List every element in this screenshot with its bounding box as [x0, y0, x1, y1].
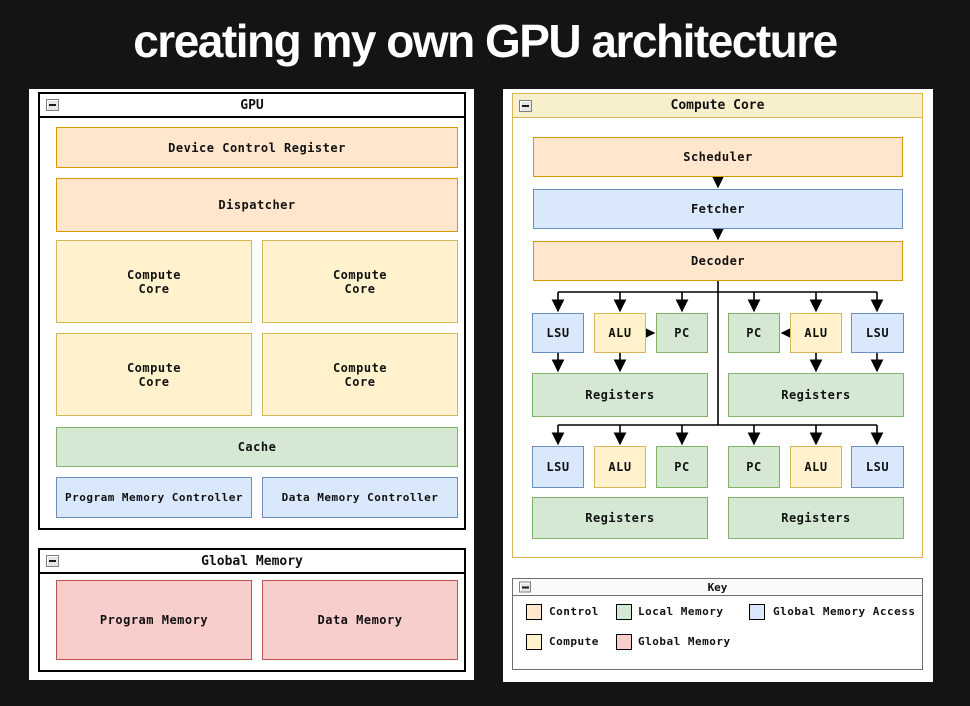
- block-scheduler: Scheduler: [533, 137, 903, 177]
- legend-label: Global Memory: [638, 635, 731, 648]
- block-fetcher: Fetcher: [533, 189, 903, 229]
- gpu-window: GPU Device Control Register Dispatcher C…: [38, 92, 466, 530]
- legend-label: Compute: [549, 635, 599, 648]
- block-lsu-1: LSU: [532, 313, 584, 353]
- minimize-button[interactable]: [519, 581, 531, 593]
- global-memory-window-title: Global Memory: [201, 553, 303, 569]
- block-registers-2: Registers: [728, 373, 904, 417]
- block-pc-2: PC: [728, 313, 780, 353]
- legend-swatch-global-memory-access: [749, 604, 765, 620]
- block-lsu-2: LSU: [851, 313, 904, 353]
- block-cache: Cache: [56, 427, 458, 467]
- gpu-window-titlebar: GPU: [40, 94, 464, 118]
- block-alu-3: ALU: [594, 446, 646, 488]
- compute-core-window-titlebar: Compute Core: [513, 94, 922, 118]
- minimize-icon: [49, 104, 56, 106]
- block-dispatcher: Dispatcher: [56, 178, 458, 232]
- gpu-window-title: GPU: [240, 97, 264, 113]
- block-compute-core-3: Compute Core: [56, 333, 252, 416]
- block-pc-3: PC: [656, 446, 708, 488]
- legend-label: Control: [549, 605, 599, 618]
- legend-label: Global Memory Access: [773, 605, 916, 618]
- block-program-memory: Program Memory: [56, 580, 252, 660]
- block-pc-4: PC: [728, 446, 780, 488]
- minimize-icon: [521, 586, 529, 588]
- compute-core-window: Compute Core: [512, 93, 923, 558]
- block-device-control-register: Device Control Register: [56, 127, 458, 168]
- right-panel: Compute Core: [503, 89, 933, 682]
- minimize-button[interactable]: [46, 99, 59, 111]
- page-title: creating my own GPU architecture: [133, 15, 838, 67]
- minimize-button[interactable]: [46, 555, 59, 567]
- legend-label: Local Memory: [638, 605, 724, 618]
- block-registers-4: Registers: [728, 497, 904, 539]
- key-window-titlebar: Key: [513, 579, 922, 596]
- compute-core-window-title: Compute Core: [670, 98, 765, 113]
- block-registers-3: Registers: [532, 497, 708, 539]
- block-lsu-4: LSU: [851, 446, 904, 488]
- block-lsu-3: LSU: [532, 446, 584, 488]
- minimize-icon: [49, 560, 56, 562]
- global-memory-window: Global Memory Program Memory Data Memory: [38, 548, 466, 672]
- legend-swatch-control: [526, 604, 542, 620]
- block-decoder: Decoder: [533, 241, 903, 281]
- block-alu-2: ALU: [790, 313, 842, 353]
- block-data-memory: Data Memory: [262, 580, 458, 660]
- left-panel: GPU Device Control Register Dispatcher C…: [29, 89, 474, 680]
- minimize-icon: [522, 104, 529, 107]
- legend-swatch-local-memory: [616, 604, 632, 620]
- block-alu-4: ALU: [790, 446, 842, 488]
- block-compute-core-1: Compute Core: [56, 240, 252, 323]
- legend-swatch-compute: [526, 634, 542, 650]
- key-window: Key Control Local Memory Global Memory A…: [512, 578, 923, 670]
- key-window-title: Key: [707, 580, 728, 594]
- block-compute-core-4: Compute Core: [262, 333, 458, 416]
- block-alu-1: ALU: [594, 313, 646, 353]
- block-data-memory-controller: Data Memory Controller: [262, 477, 458, 518]
- minimize-button[interactable]: [519, 99, 532, 112]
- legend-swatch-global-memory: [616, 634, 632, 650]
- block-compute-core-2: Compute Core: [262, 240, 458, 323]
- block-program-memory-controller: Program Memory Controller: [56, 477, 252, 518]
- block-registers-1: Registers: [532, 373, 708, 417]
- global-memory-window-titlebar: Global Memory: [40, 550, 464, 574]
- block-pc-1: PC: [656, 313, 708, 353]
